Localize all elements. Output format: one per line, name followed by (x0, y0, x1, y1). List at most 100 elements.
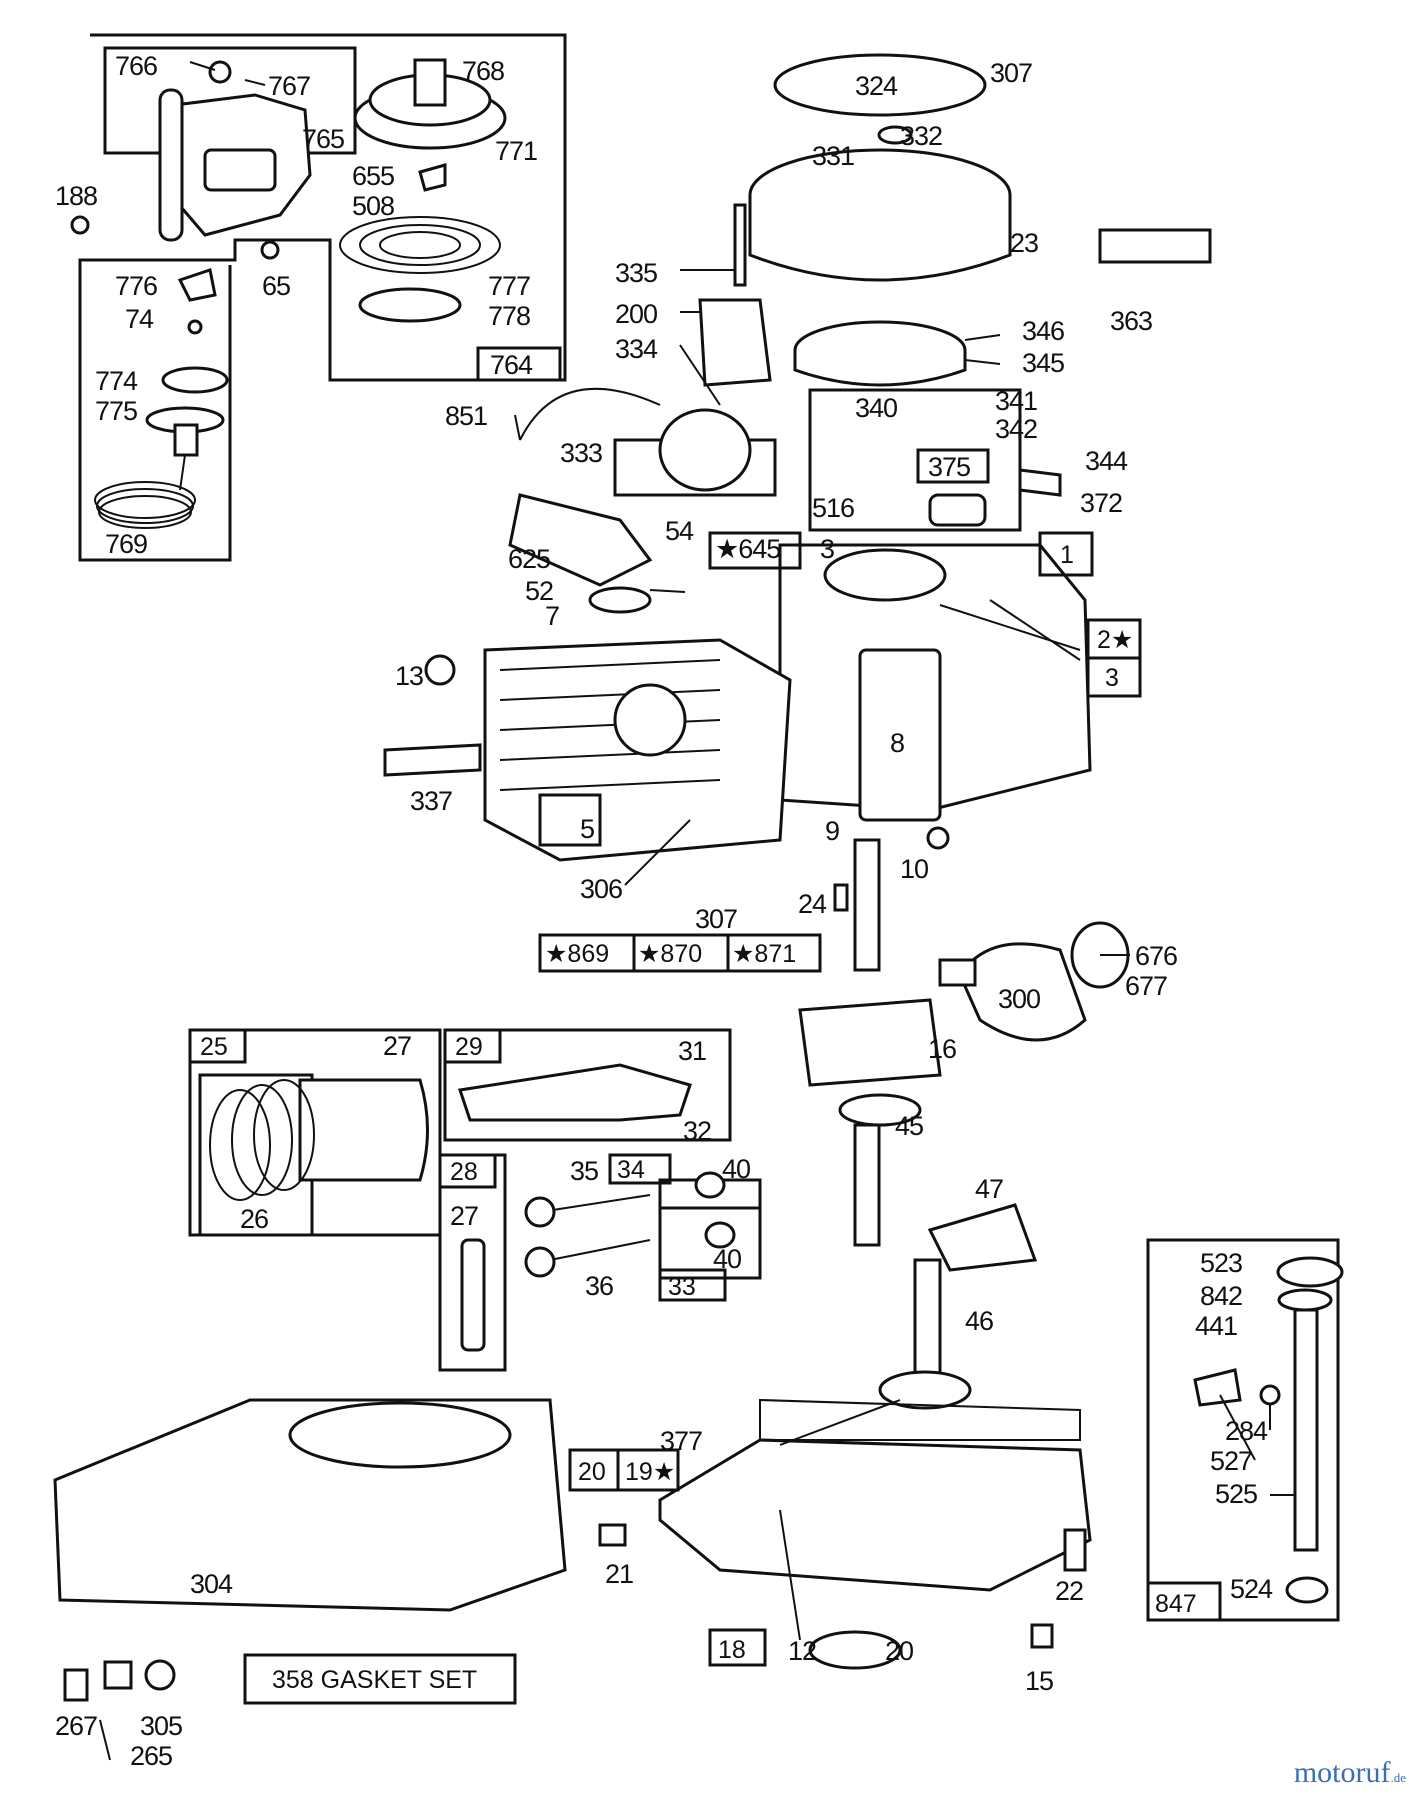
crank-throw-16 (798, 998, 942, 1087)
piston-ring-2 (231, 1084, 293, 1196)
box-40b-frame (658, 1206, 762, 1280)
seal-524 (1285, 1576, 1329, 1604)
label-74: 74 (125, 304, 154, 334)
box-5-frame (538, 793, 602, 847)
cylinder-group (383, 493, 1142, 862)
label-307-top: 307 (990, 58, 1032, 88)
label-304: 304 (190, 1569, 233, 1599)
label-344: 344 (1085, 446, 1128, 476)
label-265: 265 (130, 1741, 172, 1771)
flywheel-nut (877, 125, 913, 145)
armature-coil (658, 408, 752, 492)
label-2: 2★ (1097, 626, 1133, 654)
muffler-group (938, 921, 1130, 1042)
air-vane-200 (698, 298, 772, 387)
piston-ring-1 (209, 1089, 271, 1201)
label-331: 331 (812, 141, 854, 171)
label-18: 18 (718, 1636, 746, 1664)
box-33-frame (658, 1268, 727, 1302)
label-47: 47 (975, 1174, 1003, 1204)
label-775: 775 (95, 396, 137, 426)
label-869: ★869 (545, 940, 609, 968)
bracket-776 (177, 268, 217, 302)
breather-cover-8 (858, 648, 942, 822)
governor-47 (927, 1203, 1038, 1272)
label-342: 342 (995, 414, 1037, 444)
label-332: 332 (900, 121, 942, 151)
label-334: 334 (615, 334, 658, 364)
label-306: 306 (580, 874, 622, 904)
label-20-seal: 20 (885, 1636, 913, 1666)
label-27-pin: 27 (450, 1201, 478, 1231)
oring-842 (1277, 1288, 1333, 1312)
box-3-frame (1086, 656, 1142, 698)
gasket-kits-row (538, 933, 822, 973)
box-25-frame (188, 1028, 442, 1237)
label-8: 8 (890, 728, 904, 758)
label-527: 527 (1210, 1446, 1252, 1476)
starter-group (70, 33, 567, 562)
flywheel-ring (748, 195, 1012, 282)
condenser-516 (928, 493, 987, 527)
part-labels: 766 767 768 765 771 655 508 188 65 776 7… (55, 51, 1274, 1771)
flywheel-group (733, 53, 1212, 387)
label-375: 375 (928, 452, 970, 482)
box-29-tab (443, 1028, 502, 1064)
label-764: 764 (490, 350, 533, 380)
screw-65 (260, 240, 280, 260)
label-777: 777 (488, 271, 530, 301)
gasket-52 (588, 586, 652, 614)
label-31: 31 (678, 1036, 706, 1066)
box-645-frame (708, 531, 802, 570)
piston-ring-3 (253, 1079, 315, 1191)
box-18-frame (708, 1628, 767, 1667)
bracket-441 (1193, 1368, 1242, 1407)
label-200: 200 (615, 299, 657, 329)
label-363: 363 (1110, 306, 1152, 336)
label-10: 10 (900, 854, 928, 884)
label-333: 333 (560, 438, 602, 468)
box-34-frame (608, 1153, 672, 1185)
cam-gear (878, 1370, 972, 1410)
piston-pin (460, 1238, 486, 1352)
starter-handle (161, 366, 229, 394)
cam-shaft-46 (913, 1258, 942, 1382)
spark-plug-337 (383, 743, 482, 777)
plug-21 (598, 1523, 627, 1547)
label-3-box: 3 (1105, 664, 1119, 692)
box-28-tab (438, 1153, 497, 1189)
blower-housing-opening (288, 1401, 512, 1469)
bolt-13 (424, 654, 456, 686)
starter-handle-slot (203, 148, 277, 192)
label-345: 345 (1022, 348, 1064, 378)
bolt-22 (1063, 1528, 1087, 1572)
label-267: 267 (55, 1711, 97, 1741)
label-29: 29 (455, 1033, 483, 1061)
crankshaft-group (798, 838, 942, 1247)
label-12: 12 (788, 1636, 816, 1666)
label-766: 766 (115, 51, 157, 81)
label-377: 377 (660, 1426, 702, 1456)
label-870: ★870 (638, 940, 702, 968)
screw-305 (144, 1659, 176, 1691)
cylinder-bore (613, 683, 687, 757)
starter-rope (94, 481, 196, 519)
terminal-265 (103, 1660, 133, 1690)
sump-group (568, 1398, 1092, 1670)
label-3-top: 3 (820, 534, 834, 564)
box-1-frame (1038, 531, 1094, 577)
screw-188 (70, 215, 90, 235)
label-765: 765 (302, 124, 344, 154)
label-25: 25 (200, 1033, 228, 1061)
muffler-nipple (938, 958, 977, 987)
pulley-hub (413, 58, 447, 107)
blower-housing-group (53, 1398, 567, 1705)
bearing-seal-3 (823, 548, 947, 602)
label-5: 5 (580, 814, 594, 844)
label-65: 65 (262, 271, 290, 301)
connecting-rod (458, 1063, 692, 1122)
label-768: 768 (462, 56, 504, 86)
key-24 (833, 883, 849, 912)
starter-group-frame (78, 33, 567, 562)
label-523: 523 (1200, 1248, 1242, 1278)
